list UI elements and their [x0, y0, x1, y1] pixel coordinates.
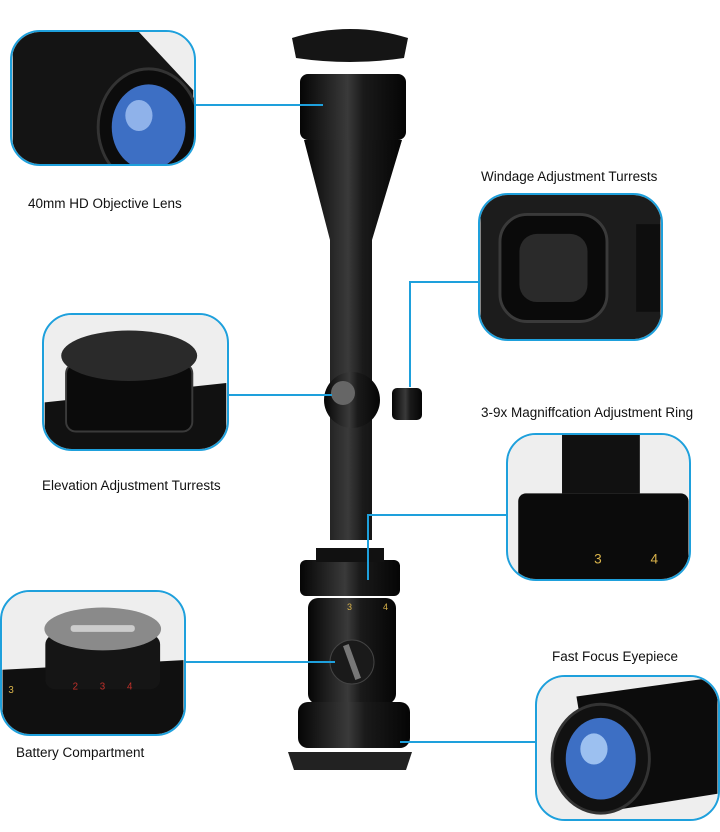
leader-line-battery: [185, 661, 335, 663]
leader-line-magnification: [367, 514, 507, 516]
leader-line-objective: [195, 104, 323, 106]
windage-turret-closeup: [478, 193, 663, 341]
leader-line-eyepiece: [400, 741, 536, 743]
ring-number: 3: [594, 551, 602, 566]
elevation-label: Elevation Adjustment Turrests: [42, 478, 221, 493]
ring-number: 4: [651, 551, 659, 566]
leader-line-magnification: [367, 514, 369, 580]
leader-line-windage: [409, 281, 479, 283]
elevation-turret-closeup: [42, 313, 229, 451]
battery-compartment-closeup: 3 2 3 4: [0, 590, 186, 736]
objective-lens-closeup: [10, 30, 196, 166]
eyepiece-closeup: [535, 675, 720, 821]
magnification-ring-closeup: 3 4: [506, 433, 691, 581]
battery-label: Battery Compartment: [16, 745, 145, 760]
dial-number: 3: [8, 685, 13, 696]
dial-number: 3: [100, 681, 105, 692]
scope-ring-number: 4: [383, 602, 388, 612]
eyepiece-label: Fast Focus Eyepiece: [552, 649, 679, 664]
magnification-label: 3-9x Magniffcation Adjustment Ring: [481, 405, 694, 420]
objective-lens-label: 40mm HD Objective Lens: [28, 196, 182, 211]
leader-line-windage: [409, 281, 411, 387]
dial-number: 2: [73, 681, 78, 692]
windage-label: Windage Adjustment Turrests: [481, 169, 658, 184]
dial-number: 4: [127, 681, 133, 692]
leader-line-elevation: [228, 394, 332, 396]
scope-ring-number: 3: [347, 602, 352, 612]
